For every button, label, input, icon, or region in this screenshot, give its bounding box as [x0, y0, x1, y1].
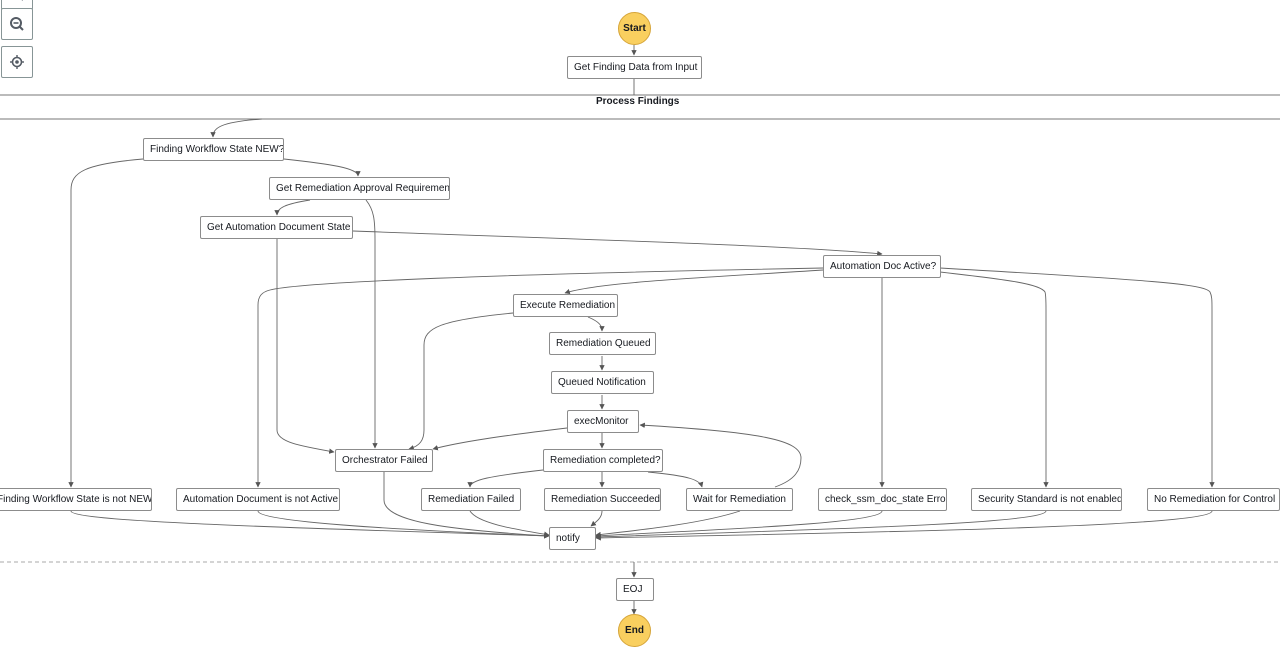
edge-docactive-noremediation: [939, 267, 1215, 488]
node-execute-remediation[interactable]: Execute Remediation: [513, 294, 618, 317]
node-automation-doc-active[interactable]: Automation Doc Active?: [823, 255, 941, 278]
edge-docactive-execute: [564, 269, 824, 295]
edge-execute-queued: [587, 316, 605, 332]
node-exec-monitor[interactable]: execMonitor: [567, 410, 639, 433]
edge-failed-notify: [469, 510, 550, 537]
node-remediation-succeeded[interactable]: Remediation Succeeded: [544, 488, 661, 511]
group-title: Process Findings: [596, 96, 680, 107]
edge-completed-wait: [647, 471, 704, 488]
edge-approval-orchfailed: [365, 199, 378, 449]
edge-wfnew-notnew: [68, 158, 144, 488]
edge-wait-notify: [595, 510, 741, 538]
node-get-automation-doc-state[interactable]: Get Automation Document State: [200, 216, 353, 239]
edge-completed-failed: [467, 469, 544, 488]
edge-docactive-docnotactive: [255, 267, 824, 488]
edge-docstate-orchfailed: [276, 239, 335, 454]
edge-wfnew-approval: [283, 158, 361, 177]
node-eoj[interactable]: EOJ: [616, 578, 654, 601]
edge-execute-orchfailed: [408, 312, 514, 451]
edge-stdnotenabled-notify: [595, 510, 1047, 540]
start-node[interactable]: Start: [618, 12, 651, 45]
zoom-out-icon: [10, 17, 24, 31]
edge-notnew-notify: [70, 510, 550, 539]
center-view-button[interactable]: [1, 46, 33, 78]
node-get-approval-requirement[interactable]: Get Remediation Approval Requirement: [269, 177, 450, 200]
edge-succeeded-notify: [590, 510, 603, 527]
node-remediation-queued[interactable]: Remediation Queued: [549, 332, 656, 355]
node-queued-notification[interactable]: Queued Notification: [551, 371, 654, 394]
node-wait-for-remediation[interactable]: Wait for Remediation: [686, 488, 793, 511]
node-ssm-doc-state-error[interactable]: check_ssm_doc_state Error: [818, 488, 947, 511]
node-orchestrator-failed[interactable]: Orchestrator Failed: [335, 449, 433, 472]
edge-monitor-orchfailed: [432, 427, 568, 451]
node-notify[interactable]: notify: [549, 527, 596, 550]
edge-docstate-docactive: [352, 230, 883, 257]
edge-docactive-stdnotenabled: [939, 271, 1049, 488]
edge-noremediation-notify: [595, 510, 1213, 541]
node-workflow-state-not-new[interactable]: Finding Workflow State is not NEW: [0, 488, 152, 511]
node-remediation-failed[interactable]: Remediation Failed: [421, 488, 521, 511]
edge-wait-monitor: [639, 422, 802, 488]
edge-group-wfnew: [210, 118, 263, 138]
node-security-standard-not-enabled[interactable]: Security Standard is not enabled: [971, 488, 1122, 511]
edge-approval-docstate: [274, 199, 311, 216]
node-automation-doc-not-active[interactable]: Automation Document is not Active: [176, 488, 340, 511]
edge-orchfailed-notify: [383, 472, 550, 539]
edge-ssmerror-notify: [595, 510, 883, 539]
end-node[interactable]: End: [618, 614, 651, 647]
node-no-remediation-for-control[interactable]: No Remediation for Control: [1147, 488, 1280, 511]
edge-docnotactive-notify: [257, 510, 550, 539]
zoom-out-button[interactable]: [1, 8, 33, 40]
crosshair-icon: [10, 55, 24, 69]
node-workflow-state-new[interactable]: Finding Workflow State NEW?: [143, 138, 284, 161]
node-remediation-completed[interactable]: Remediation completed?: [543, 449, 663, 472]
node-get-finding-data[interactable]: Get Finding Data from Input: [567, 56, 702, 79]
